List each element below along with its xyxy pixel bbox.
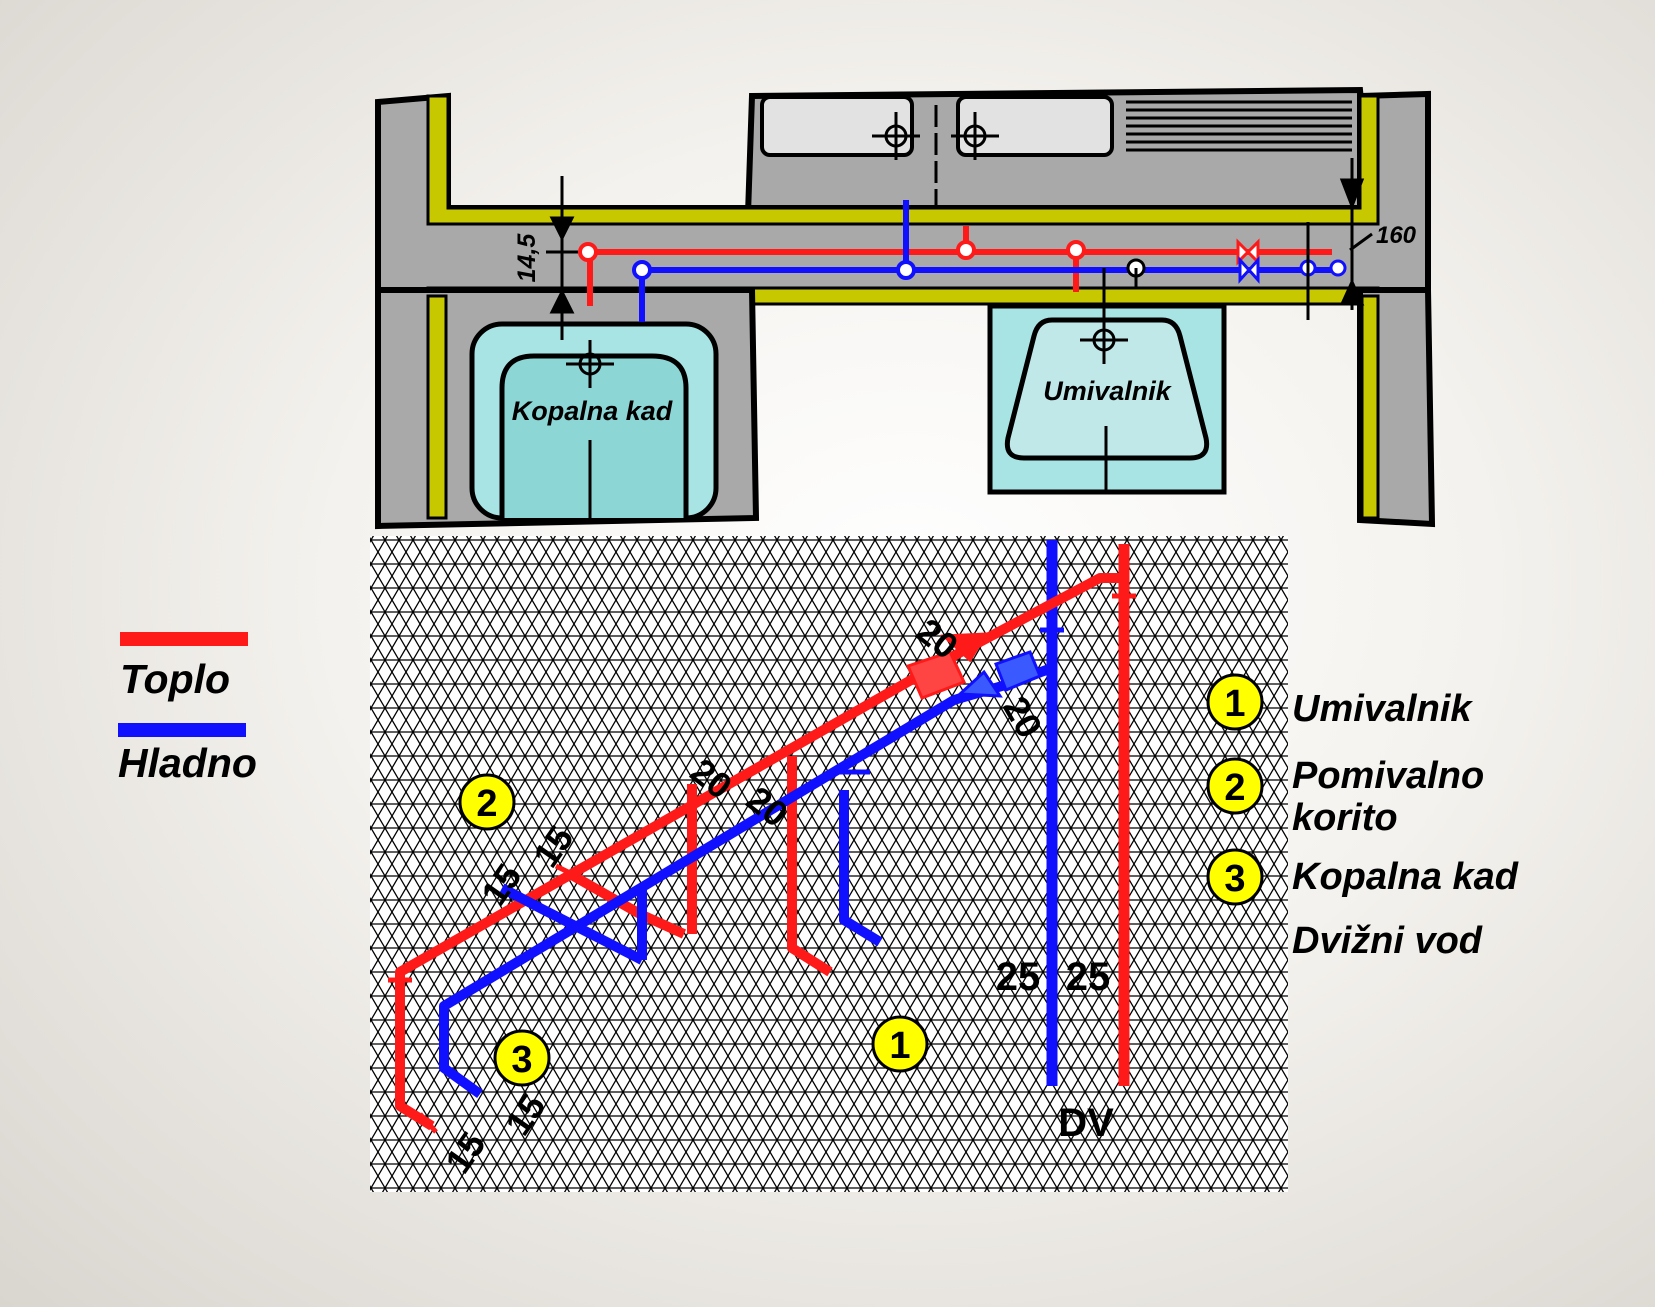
legend-hot-label: Toplo [120,656,230,702]
key-label-line2: korito [1292,797,1398,839]
key-label: Dvižni vod [1292,920,1483,962]
svg-text:3: 3 [511,1039,532,1081]
washbasin-label: Umivalnik [1043,376,1173,406]
svg-text:3: 3 [1224,858,1245,900]
iso-marker-1: 1 [871,1015,929,1073]
lower-insulation [426,294,1380,520]
iso-marker-2: 2 [458,773,516,831]
dim-right-label: 160 [1376,222,1417,249]
dim-label: 25 [996,955,1041,999]
cold-valve-icon [956,650,1042,698]
dimension-right [1306,158,1373,320]
key-item-riser: Dvižni vod [1292,920,1483,962]
key-label: Kopalna kad [1292,856,1519,898]
iso-marker-3: 3 [493,1029,551,1087]
sink-drain-right [951,112,999,160]
dim-label: 25 [1066,955,1111,999]
legend-cold-label: Hladno [118,740,257,786]
hot-valve-icon [905,632,989,700]
key-label: Umivalnik [1292,688,1473,730]
legend-cold-swatch [118,723,246,737]
bathtub-drain [566,340,614,388]
sink-drain-left [872,112,920,160]
svg-text:1: 1 [1224,683,1245,725]
washbasin-drain [1080,316,1128,364]
kitchen-sink [744,86,1376,240]
bathtub: Kopalna kad [469,321,719,521]
legend: Toplo Hladno [118,632,257,786]
bathtub-label: Kopalna kad [512,396,673,426]
dimension-left [546,176,578,340]
drainboard [1126,100,1352,152]
key-item-2: 2 Pomivalno korito [1206,755,1484,839]
key-label: Pomivalno [1292,755,1484,797]
key-item-1: 1 Umivalnik [1206,673,1473,731]
svg-text:1: 1 [889,1025,910,1067]
key-item-3: 3 Kopalna kad [1206,848,1519,906]
riser-label: DV [1058,1101,1114,1145]
fixture-key: 1 Umivalnik 2 Pomivalno korito 3 Kopalna… [1206,673,1519,962]
mesh-pattern [370,536,1288,1192]
svg-text:2: 2 [476,783,497,825]
svg-text:2: 2 [1224,767,1245,809]
plan-drain-line [1102,258,1146,318]
isometric-view: 20 20 20 20 15 15 15 15 25 25 2 3 1 DV [370,536,1288,1192]
dim-left-label: 14,5 [513,233,541,283]
washbasin: Umivalnik [987,303,1227,495]
floor-plan: Kopalna kad Umivalnik [375,86,1436,530]
legend-hot-swatch [120,632,248,646]
